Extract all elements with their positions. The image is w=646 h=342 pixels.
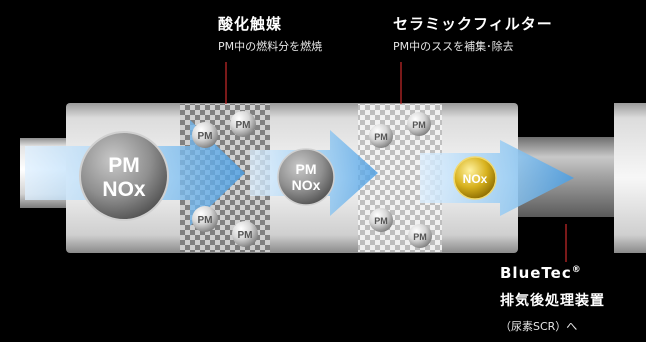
nox-label: NOx (463, 172, 488, 186)
registered-mark: ® (571, 265, 582, 275)
pm-particle-small: PM (369, 208, 393, 232)
pm-particle-small: PM (408, 224, 432, 248)
catalyst-description: PM中の燃料分を燃焼 (218, 40, 323, 53)
pm-label: PM (198, 131, 213, 142)
nox-label: NOx (292, 177, 321, 193)
pm-particle-small: PM (232, 221, 258, 247)
pm-particle-small: PM (230, 111, 256, 137)
pm-label: PM (296, 161, 317, 177)
pm-label: PM (236, 120, 251, 131)
bluetec-note: （尿素SCR）へ (500, 320, 578, 333)
pm-label: PM (238, 230, 253, 241)
pm-particle-small: PM (369, 124, 393, 148)
ceramic-filter-title: セラミックフィルター (393, 15, 553, 33)
bluetec-name: BlueTec® (500, 264, 582, 282)
pm-label: PM (413, 232, 427, 242)
pm-label: PM (374, 132, 388, 142)
pm-particle-small: PM (407, 112, 431, 136)
pm-particle-small: PM (192, 122, 218, 148)
catalyst-title: 酸化触媒 (218, 15, 283, 33)
flow-arrow-3 (420, 140, 574, 216)
pm-label: PM (412, 120, 426, 130)
pm-nox-particle-large: PM NOx (79, 131, 169, 221)
pm-particle-small: PM (192, 206, 218, 232)
nox-label: NOx (102, 178, 146, 201)
pm-label: PM (108, 154, 140, 177)
bluetec-unit (614, 103, 646, 253)
nox-particle: NOx (453, 156, 497, 200)
bluetec-name-text: BlueTec (500, 264, 572, 282)
pm-label: PM (198, 215, 213, 226)
ceramic-filter-description: PM中のススを補集･除去 (393, 40, 514, 53)
pm-label: PM (374, 216, 388, 226)
bluetec-title: 排気後処理装置 (500, 293, 605, 309)
pm-nox-particle-medium: PM NOx (277, 148, 335, 206)
